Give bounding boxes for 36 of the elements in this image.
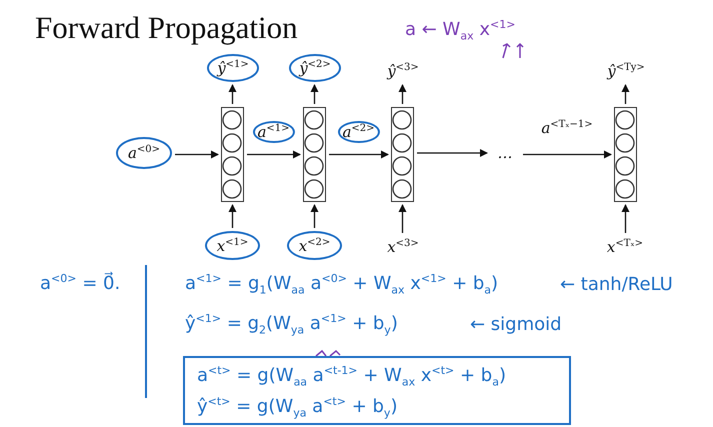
variable-label: ŷ$^{<Ty>}$ bbox=[594, 60, 658, 82]
arrow bbox=[417, 149, 488, 157]
handwritten-equation: a$^{<t>}$ = g(W$_{aa}$ a$^{<t-1>}$ + W$_{ax}$ x$^{<t>}$ + b$_{a}$) bbox=[197, 364, 507, 389]
variable-label: x$^{<Tₓ>}$ bbox=[596, 236, 654, 258]
circled-variable: x$^{<1>}$ bbox=[205, 231, 260, 260]
equation-box bbox=[183, 356, 571, 425]
variable-label: … bbox=[490, 143, 520, 163]
handwritten-note: ← tanh/ReLU bbox=[560, 274, 673, 295]
arrow bbox=[310, 204, 318, 228]
arrow bbox=[398, 84, 406, 104]
arrow bbox=[523, 150, 612, 158]
arrow bbox=[228, 204, 236, 228]
circled-variable: ŷ$^{<2>}$ bbox=[289, 54, 341, 82]
variable-label: x$^{<3>}$ bbox=[380, 236, 426, 258]
edge-label: a$^{<2>}$ bbox=[337, 121, 380, 143]
handwritten-note: a ← W$_{ax}$ x$^{<1>}$ bbox=[405, 18, 516, 43]
arrow bbox=[398, 204, 406, 233]
arrow bbox=[310, 84, 318, 104]
edge-label: a$^{<1>}$ bbox=[252, 121, 295, 143]
arrow bbox=[228, 84, 236, 104]
title: Forward Propagation bbox=[35, 10, 298, 46]
handwritten-equation: a$^{<1>}$ = g$_{1}$(W$_{aa}$ a$^{<0>}$ + W$_{ax}$ x$^{<1>}$ + b$_{a}$) bbox=[185, 272, 498, 297]
circled-variable: ŷ$^{<1>}$ bbox=[207, 54, 259, 82]
circled-variable: a$^{<0>}$ bbox=[116, 137, 172, 169]
arrow bbox=[175, 150, 219, 158]
arrow bbox=[329, 150, 389, 158]
arrow bbox=[622, 84, 630, 104]
arrow bbox=[622, 204, 630, 233]
handwritten-equation: ŷ$^{<1>}$ = g$_{2}$(W$_{ya}$ a$^{<1>}$ + b$_{y}$) bbox=[185, 312, 398, 337]
edge-label: a$^{<Tₓ−1>}$ bbox=[540, 119, 594, 137]
variable-label: ŷ$^{<3>}$ bbox=[380, 60, 426, 82]
arrow bbox=[247, 150, 301, 158]
handwritten-equation: a$^{<0>}$ = 0⃗. bbox=[40, 272, 120, 294]
handwritten-note: ← sigmoid bbox=[470, 314, 562, 335]
circled-variable: x$^{<2>}$ bbox=[287, 231, 342, 260]
handwritten-equation: ŷ$^{<t>}$ = g(W$_{ya}$ a$^{<t>}$ + b$_{y}$) bbox=[197, 394, 398, 420]
